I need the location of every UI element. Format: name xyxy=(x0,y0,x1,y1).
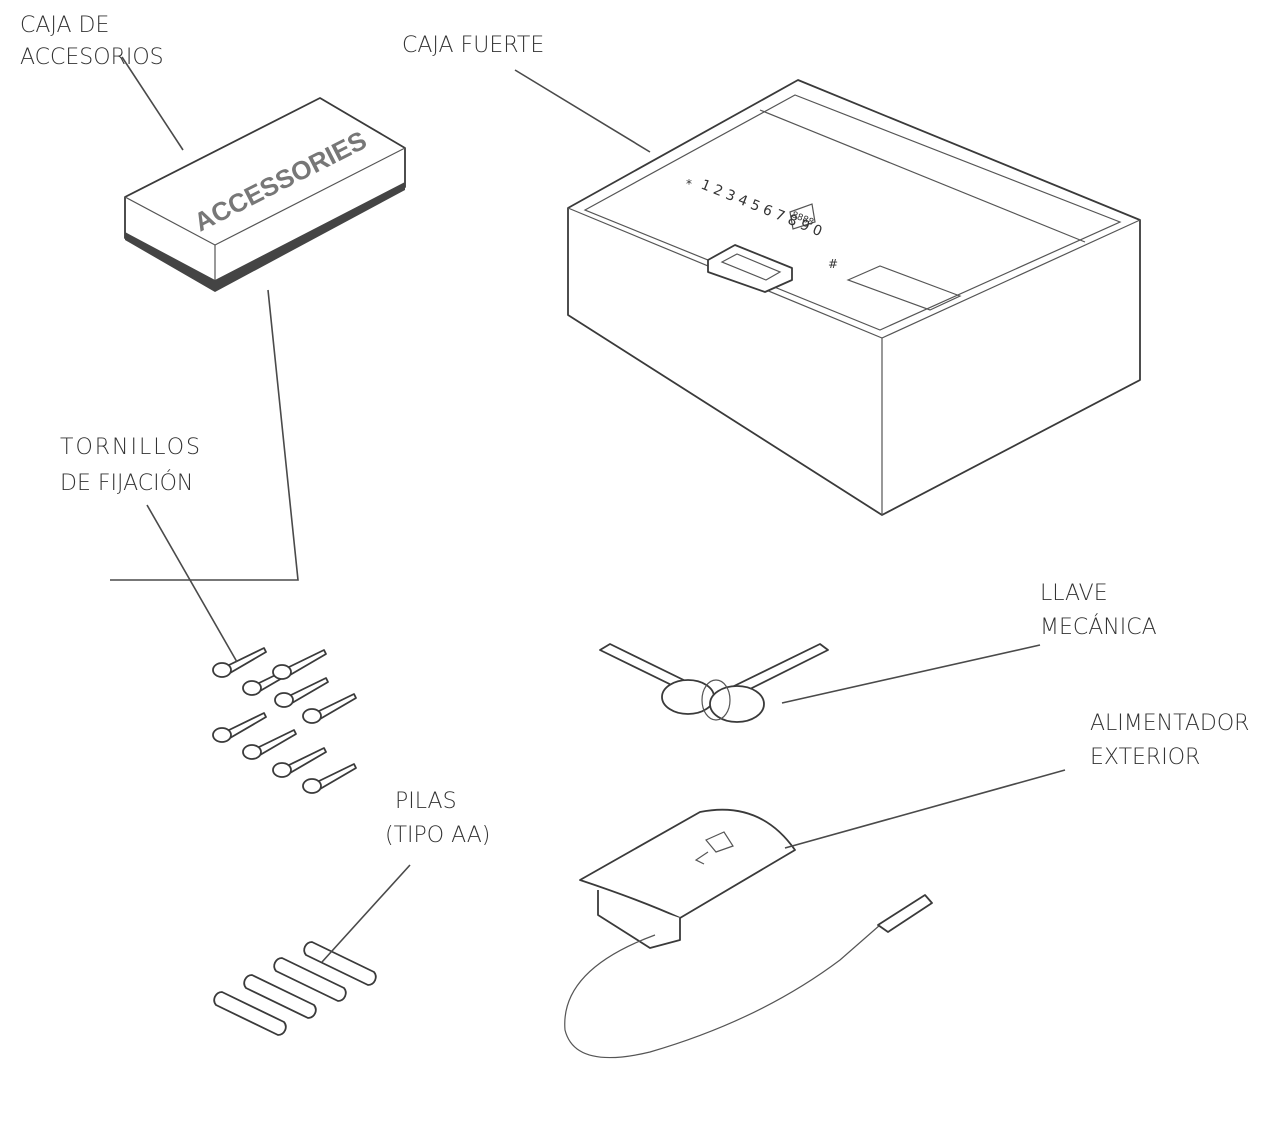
leader-batteries xyxy=(321,864,411,963)
label-screws-line1: TORNILLOS xyxy=(60,435,202,460)
label-batteries-line2: (TIPO AA) xyxy=(385,823,491,848)
leader-safe xyxy=(514,69,651,153)
screw xyxy=(272,747,327,778)
label-screws-line2: DE FIJACIÓN xyxy=(60,471,194,496)
leader-accessory-box xyxy=(121,56,184,151)
accessory-callout xyxy=(110,289,299,581)
screw xyxy=(302,693,357,724)
safe: 1 2 3 4 5 6 7 8 9 0 * # 8888 xyxy=(567,79,1141,516)
label-power-line1: ALIMENTADOR xyxy=(1090,711,1250,736)
battery xyxy=(243,974,317,1019)
label-accessory-box-line2: ACCESORIOS xyxy=(20,45,164,70)
battery xyxy=(213,991,287,1036)
screw xyxy=(302,763,357,794)
label-accessory-box-line1: CAJA DE xyxy=(20,13,110,38)
leader-screws xyxy=(146,504,238,663)
keypad-star: * xyxy=(686,177,692,191)
screw xyxy=(272,649,327,680)
leader-power xyxy=(784,769,1066,849)
label-batteries-line1: PILAS xyxy=(395,789,457,814)
battery xyxy=(273,957,347,1002)
external-power-pack xyxy=(564,808,933,1059)
accessory-box: ACCESSORIES xyxy=(124,97,406,292)
leader-keys xyxy=(781,644,1041,704)
keypad-hash: # xyxy=(828,257,838,271)
fixing-screws xyxy=(212,647,357,794)
screw xyxy=(242,729,297,760)
label-safe: CAJA FUERTE xyxy=(402,33,545,58)
label-power-line2: EXTERIOR xyxy=(1090,745,1201,770)
label-keys-line2: MECÁNICA xyxy=(1040,615,1157,640)
aa-batteries xyxy=(213,941,377,1036)
battery xyxy=(303,941,377,986)
screw xyxy=(212,647,267,678)
label-keys-line1: LLAVE xyxy=(1040,581,1108,606)
screw xyxy=(274,677,329,708)
mechanical-keys xyxy=(599,643,829,723)
screw xyxy=(212,712,267,743)
